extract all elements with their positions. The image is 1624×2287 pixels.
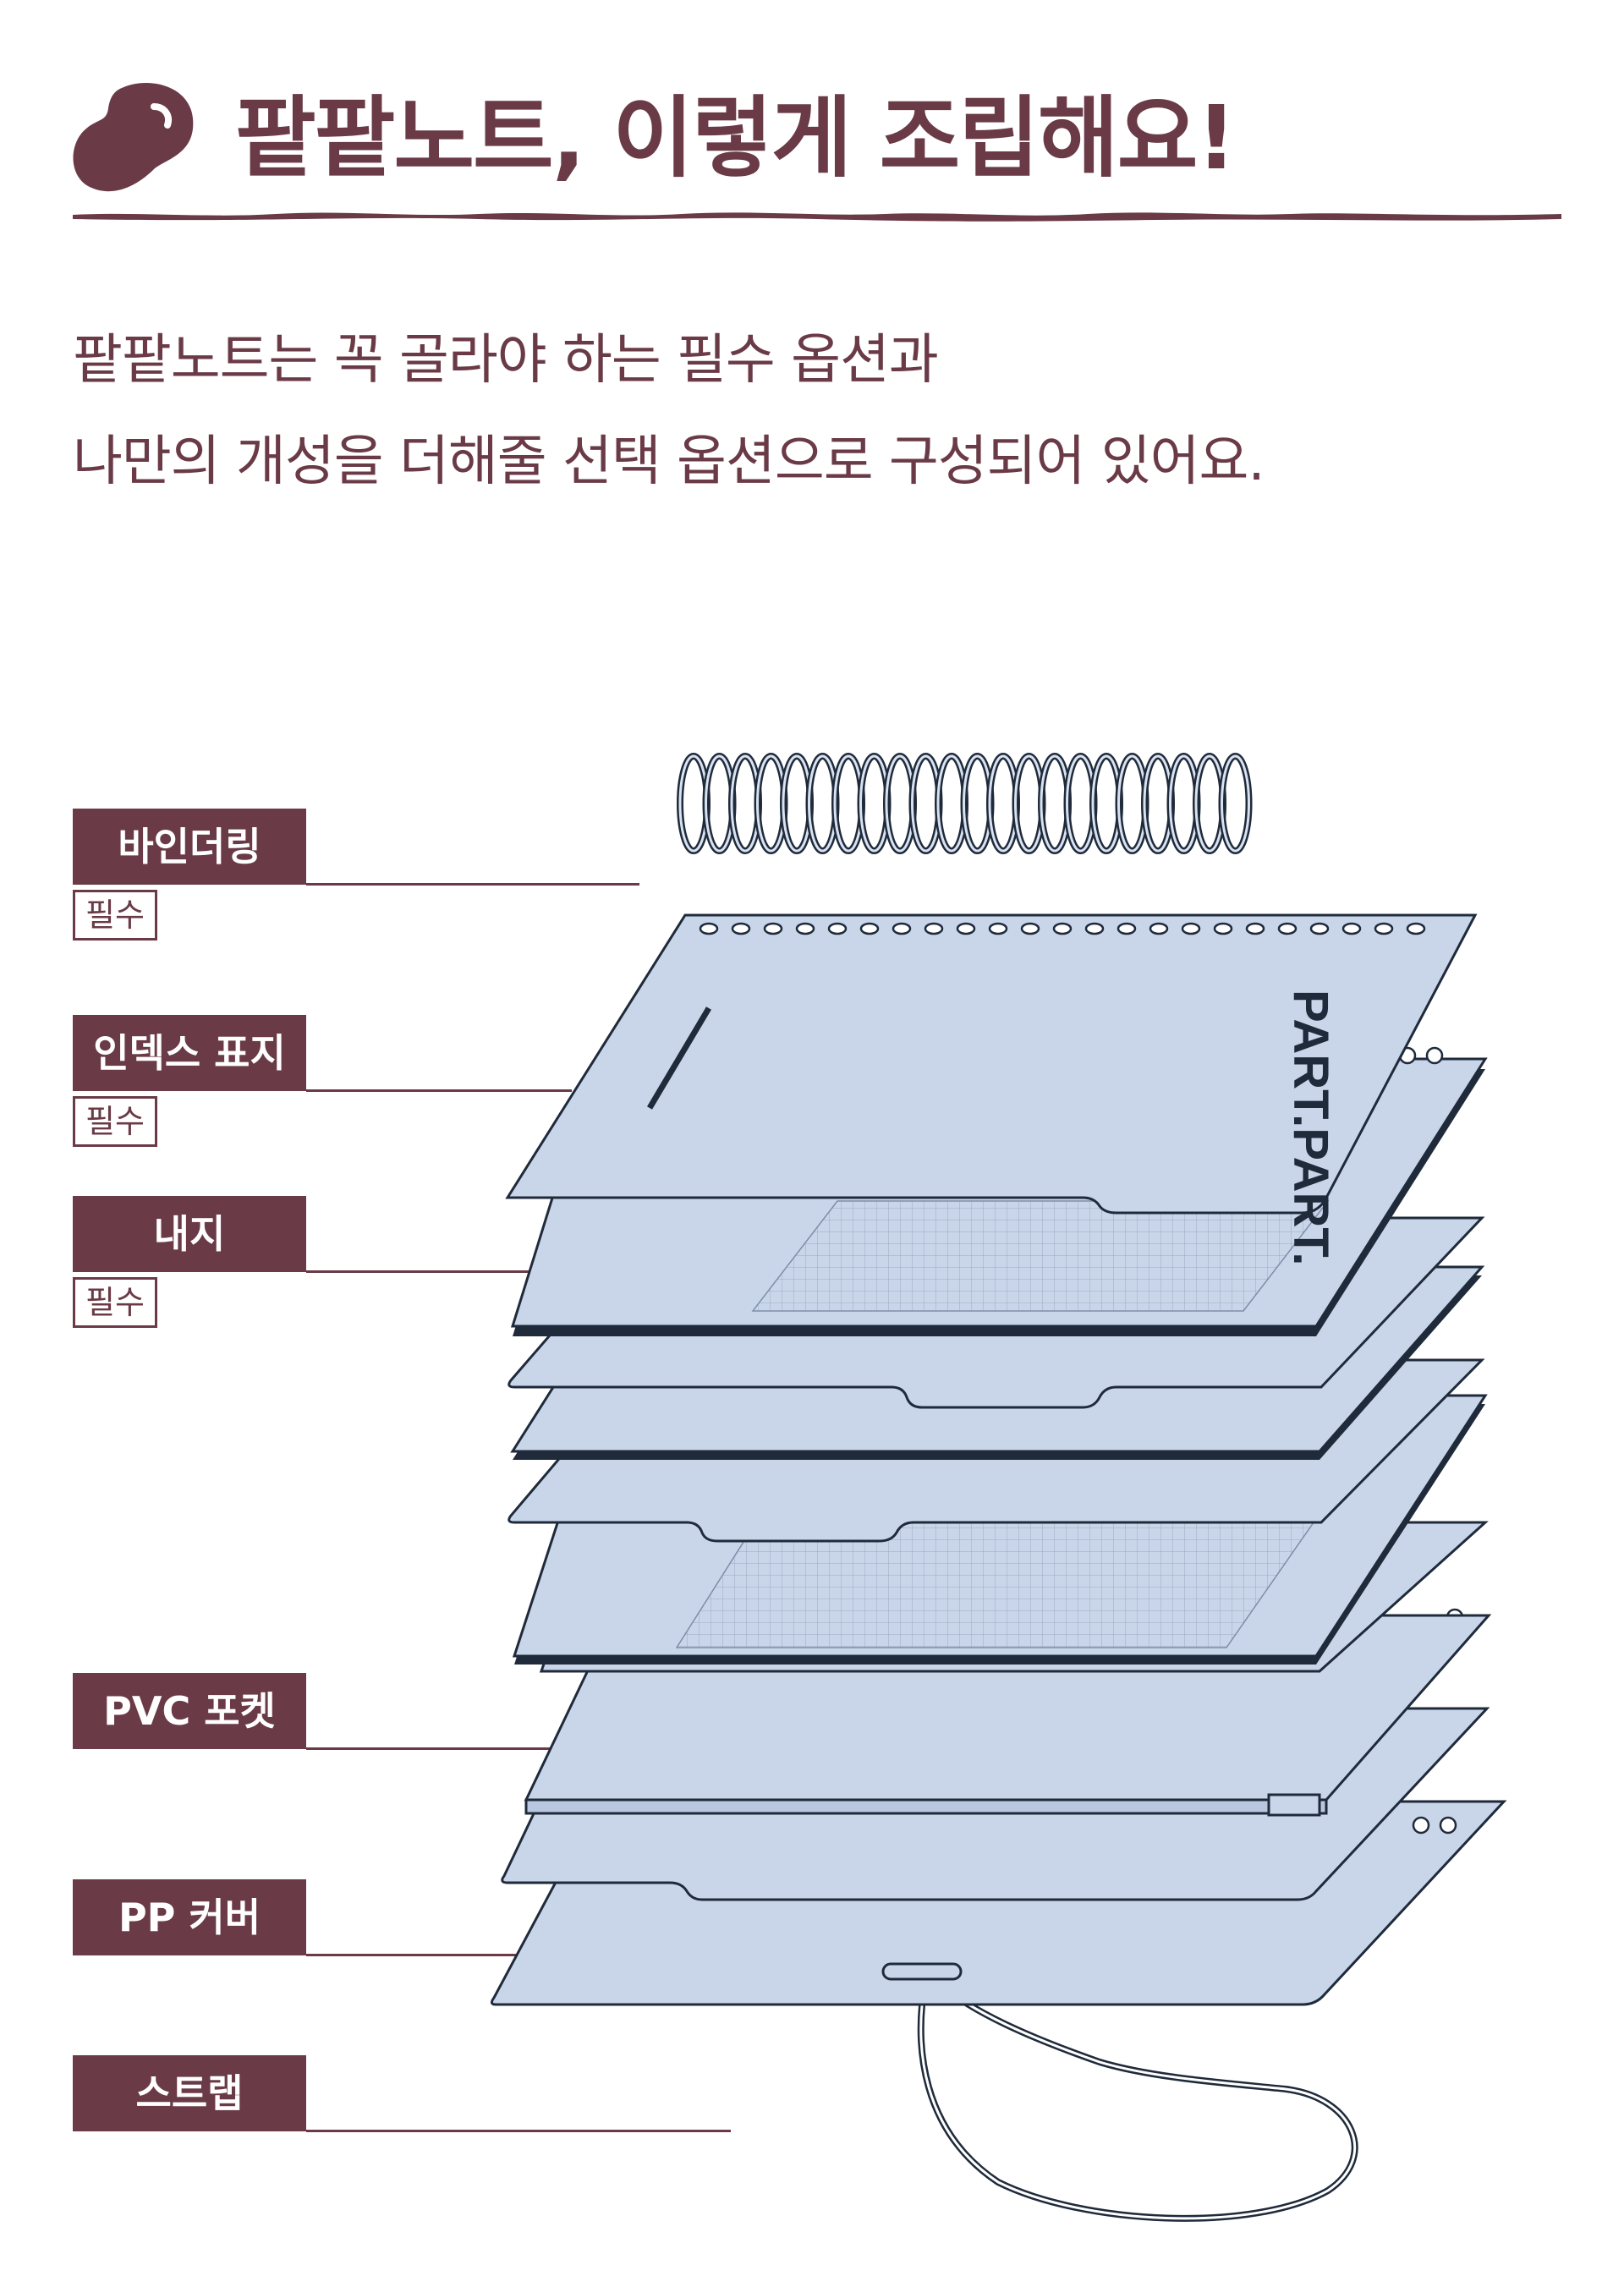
- punch-hole: [1116, 922, 1137, 935]
- leader-line: [306, 883, 639, 886]
- punch-hole: [763, 922, 783, 935]
- cover-brand-text: PART.PART.: [1283, 990, 1338, 1266]
- punch-hole: [1406, 922, 1426, 935]
- intro-line-2: 나만의 개성을 더해줄 선택 옵션으로 구성되어 있어요.: [73, 431, 1265, 493]
- punch-hole: [1084, 922, 1105, 935]
- punch-hole: [1245, 922, 1265, 935]
- punch-hole: [924, 922, 944, 935]
- punch-hole: [1149, 922, 1169, 935]
- intro-text: 팥팥노트는 꼭 골라야 하는 필수 옵션과 나만의 개성을 더해줄 선택 옵션으…: [73, 310, 1578, 513]
- index-cover-sheet: PART.PART.: [505, 913, 1478, 1266]
- punch-hole: [988, 922, 1008, 935]
- punch-hole: [1309, 922, 1330, 935]
- punch-hole: [795, 922, 815, 935]
- punch-hole: [859, 922, 880, 935]
- leader-line: [306, 1954, 521, 1956]
- component-label: 스트랩: [73, 2055, 306, 2131]
- leader-line: [306, 1089, 572, 1092]
- component-label: PVC 포켓: [73, 1673, 306, 1749]
- leader-line: [306, 2130, 731, 2132]
- binder-ring-coil: [677, 753, 1253, 854]
- page-title: 팥팥노트, 이렇게 조립해요!: [235, 86, 1237, 189]
- required-badge: 필수: [73, 1277, 157, 1328]
- punch-hole: [731, 922, 751, 935]
- title-underline: [73, 212, 1561, 222]
- punch-hole: [1181, 922, 1201, 935]
- punch-hole: [1213, 922, 1233, 935]
- page-header: 팥팥노트, 이렇게 조립해요!: [73, 78, 1561, 213]
- punch-hole: [827, 922, 848, 935]
- notebook-exploded-diagram: PART.PART.: [490, 753, 1507, 2222]
- component-label: 인덱스 표지: [73, 1015, 306, 1091]
- required-badge: 필수: [73, 1096, 157, 1147]
- punch-hole: [1341, 922, 1362, 935]
- punch-hole: [699, 922, 719, 935]
- leader-line: [306, 1270, 550, 1273]
- component-label: 바인더링: [73, 809, 306, 885]
- punch-hole: [1020, 922, 1040, 935]
- punch-hole: [892, 922, 912, 935]
- required-badge: 필수: [73, 890, 157, 941]
- leader-line: [306, 1747, 555, 1750]
- component-label: PP 커버: [73, 1879, 306, 1955]
- punch-hole: [1277, 922, 1298, 935]
- punch-hole: [1052, 922, 1073, 935]
- bean-icon: [73, 83, 194, 192]
- intro-line-1: 팥팥노트는 꼭 골라야 하는 필수 옵션과: [73, 329, 939, 392]
- punch-hole: [956, 922, 976, 935]
- component-label: 내지: [73, 1196, 306, 1272]
- coil-loop: [1221, 754, 1250, 853]
- strap: [917, 1977, 1358, 2222]
- punch-hole: [1374, 922, 1394, 935]
